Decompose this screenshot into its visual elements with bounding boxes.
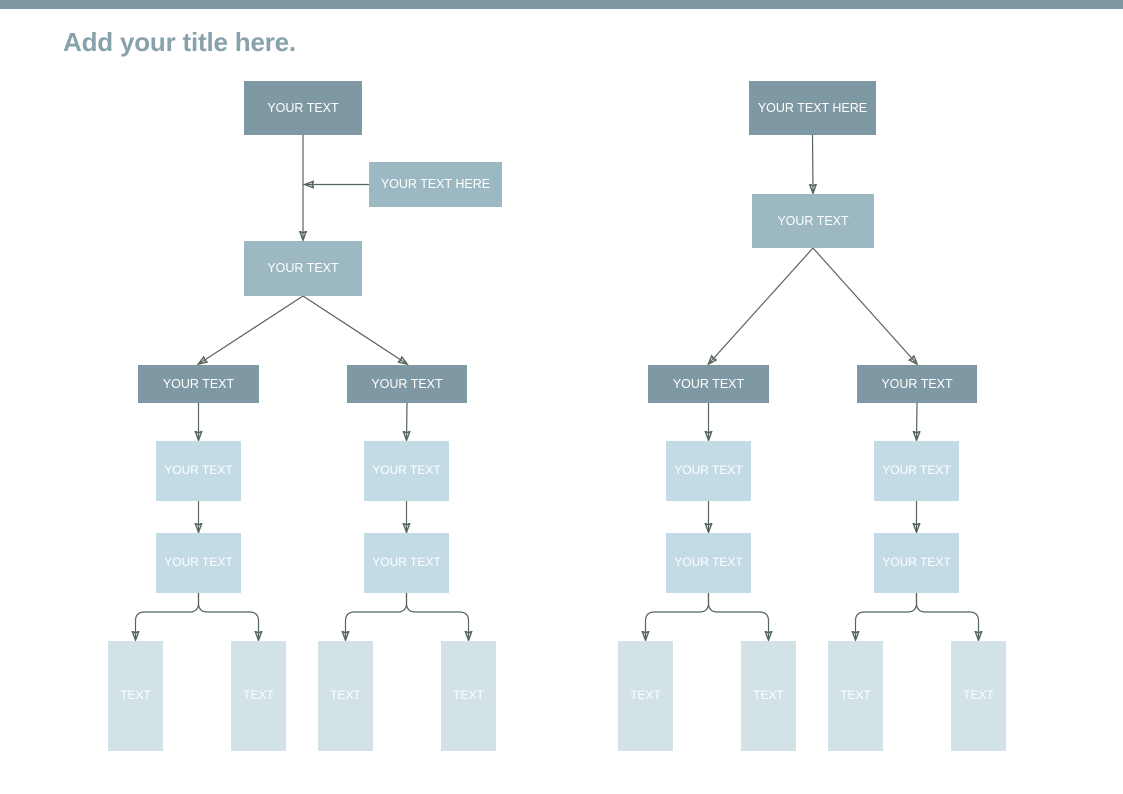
connector — [709, 593, 769, 640]
flow-node-label: TEXT — [453, 689, 484, 703]
flow-node-label: YOUR TEXT — [163, 377, 234, 391]
flow-node-label: TEXT — [840, 689, 871, 703]
flow-node[interactable]: TEXT — [828, 641, 883, 751]
flow-node[interactable]: YOUR TEXT HERE — [749, 81, 876, 135]
flow-node[interactable]: TEXT — [231, 641, 286, 751]
flow-node-label: YOUR TEXT — [777, 214, 848, 228]
flow-node-label: YOUR TEXT — [372, 556, 440, 570]
connector — [407, 403, 408, 440]
connector — [917, 593, 979, 640]
flow-node[interactable]: YOUR TEXT HERE — [369, 162, 502, 207]
flow-node[interactable]: YOUR TEXT — [666, 441, 751, 501]
connector — [136, 593, 199, 640]
flow-node-label: YOUR TEXT — [674, 556, 742, 570]
flow-node[interactable]: TEXT — [441, 641, 496, 751]
flow-node-label: YOUR TEXT — [882, 556, 950, 570]
connector — [646, 593, 709, 640]
flow-node-label: YOUR TEXT — [372, 464, 440, 478]
flow-node[interactable]: YOUR TEXT — [244, 81, 362, 135]
flow-node[interactable]: YOUR TEXT — [156, 533, 241, 593]
flow-node[interactable]: YOUR TEXT — [244, 241, 362, 296]
flow-node-label: YOUR TEXT — [371, 377, 442, 391]
flow-node-label: YOUR TEXT — [673, 377, 744, 391]
connector — [709, 248, 814, 364]
connector — [303, 296, 407, 364]
flow-node-label: TEXT — [330, 689, 361, 703]
flow-node-label: YOUR TEXT — [164, 464, 232, 478]
flow-node-label: YOUR TEXT — [164, 556, 232, 570]
connector — [813, 135, 814, 193]
flow-node-label: TEXT — [963, 689, 994, 703]
flow-node[interactable]: YOUR TEXT — [752, 194, 874, 248]
flow-node-label: TEXT — [753, 689, 784, 703]
connector — [346, 593, 407, 640]
connector — [917, 403, 918, 440]
flow-node[interactable]: TEXT — [108, 641, 163, 751]
flow-node[interactable]: YOUR TEXT — [138, 365, 259, 403]
flow-node[interactable]: YOUR TEXT — [857, 365, 977, 403]
flow-node-label: TEXT — [630, 689, 661, 703]
flow-node[interactable]: TEXT — [951, 641, 1006, 751]
flow-node-label: YOUR TEXT — [881, 377, 952, 391]
flow-node-label: TEXT — [243, 689, 274, 703]
flow-node-label: YOUR TEXT HERE — [758, 101, 867, 115]
connector — [407, 593, 469, 640]
flow-node[interactable]: TEXT — [318, 641, 373, 751]
flow-node[interactable]: YOUR TEXT — [156, 441, 241, 501]
flow-node[interactable]: TEXT — [741, 641, 796, 751]
flow-node-label: YOUR TEXT — [882, 464, 950, 478]
connector — [813, 248, 917, 364]
flow-node[interactable]: YOUR TEXT — [666, 533, 751, 593]
flow-node[interactable]: TEXT — [618, 641, 673, 751]
flow-node[interactable]: YOUR TEXT — [364, 533, 449, 593]
flow-node[interactable]: YOUR TEXT — [648, 365, 769, 403]
flow-node[interactable]: YOUR TEXT — [874, 441, 959, 501]
flow-node[interactable]: YOUR TEXT — [364, 441, 449, 501]
connector — [199, 296, 304, 364]
flow-node[interactable]: YOUR TEXT — [347, 365, 467, 403]
flow-node-label: YOUR TEXT HERE — [381, 177, 490, 191]
connector — [856, 593, 917, 640]
connector — [199, 593, 259, 640]
flow-node-label: YOUR TEXT — [267, 101, 338, 115]
flow-node-label: YOUR TEXT — [674, 464, 742, 478]
flow-node[interactable]: YOUR TEXT — [874, 533, 959, 593]
flow-node-label: TEXT — [120, 689, 151, 703]
flow-node-label: YOUR TEXT — [267, 261, 338, 275]
